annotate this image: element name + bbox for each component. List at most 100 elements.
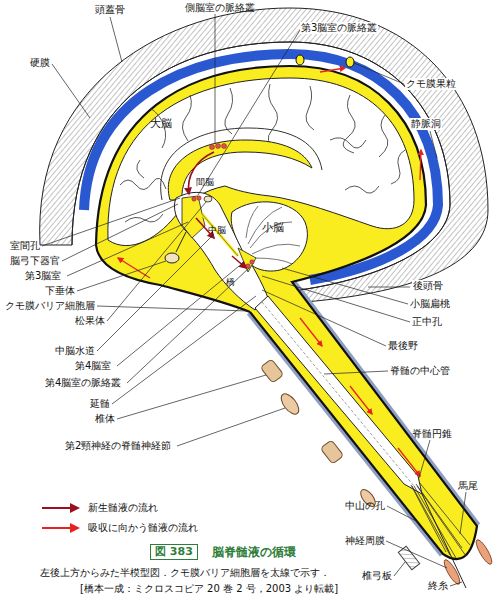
region-label: 小脳: [262, 222, 284, 234]
arachnoid-barrier: [96, 66, 477, 559]
legend-row: 吸収に向かう髄液の流れ: [40, 522, 198, 534]
part-label: 中脳水道: [55, 345, 95, 357]
figure-number: 図 383: [150, 544, 198, 560]
plexus-tuft: [216, 144, 221, 149]
legend-arrow: [40, 502, 82, 514]
part-label: 小脳扁桃: [410, 298, 450, 310]
lateral-ventricle: [168, 140, 312, 200]
region-label: 間脳: [196, 176, 214, 188]
sulcus: [120, 178, 166, 189]
gyri: [120, 84, 405, 222]
choroid-plexus: [192, 144, 254, 269]
flow-arrow: [300, 318, 322, 346]
vertebral-body: [320, 440, 343, 464]
part-label: 脳弓下器官: [10, 255, 60, 267]
legend-arrow-head: [70, 503, 80, 513]
plexus-tuft: [210, 145, 215, 150]
region-label: 橋: [226, 276, 235, 288]
part-label: 正中孔: [412, 316, 442, 328]
flow-arrow: [188, 152, 214, 194]
nerve-sheath: [474, 538, 495, 566]
part-label: 椎体: [95, 413, 115, 425]
plexus-tuft: [246, 264, 250, 268]
fourth-ventricle: [238, 248, 256, 272]
flow-arrow: [420, 150, 421, 180]
figure-caption: 左後上方からみた半模型図．クモ膜バリア細胞層を太線で示す．: [40, 566, 330, 579]
spinal-ganglion: [278, 391, 302, 417]
absorption-flow: [118, 68, 421, 476]
part-label: 室間孔: [10, 240, 40, 252]
nerve-root: [417, 486, 466, 556]
part-label: 第4脳室の脈絡叢: [45, 377, 121, 389]
part-label: クモ膜バリア細胞層: [5, 300, 95, 312]
part-label: 頭蓋骨: [95, 4, 125, 16]
part-label: 終糸: [428, 580, 448, 592]
plexus-tuft: [250, 260, 254, 264]
part-label: 延髄: [90, 398, 110, 410]
arachnoid-granulation: [346, 57, 354, 67]
vertebral-body: [260, 359, 283, 383]
folium: [255, 258, 292, 264]
figure-title: 脳脊髄液の循環: [212, 544, 296, 560]
cerebellum: [231, 202, 307, 271]
part-label: クモ膜果粒: [405, 78, 457, 90]
sulcus: [306, 86, 314, 130]
sulcus: [182, 95, 191, 141]
sulcus: [137, 160, 144, 178]
plexus-tuft: [222, 144, 227, 149]
part-label: 第3脳室: [25, 270, 61, 282]
venous-sinus: [84, 54, 438, 280]
part-label: 脊髄円錐: [412, 428, 452, 440]
part-label: 第3脳室の脈絡叢: [300, 22, 378, 34]
flow-arrow: [320, 68, 345, 72]
part-label: 馬尾: [458, 480, 478, 492]
sulcus: [391, 150, 405, 184]
folium: [252, 244, 300, 254]
legend-arrow: [40, 522, 82, 534]
leader-lines: [42, 14, 466, 586]
filum-terminale: [422, 494, 466, 588]
sulcus: [268, 84, 278, 148]
sulcus: [345, 186, 379, 193]
part-label: 下垂体: [45, 285, 75, 297]
part-label: 第4脳室: [75, 360, 111, 372]
legend-arrow-head: [70, 523, 80, 533]
sulcus: [343, 95, 355, 153]
part-label: 椎弓板: [362, 570, 392, 582]
central-canal: [262, 302, 414, 486]
cauda-equina: [411, 482, 470, 558]
legend-text: 吸収に向かう髄液の流れ: [88, 522, 198, 534]
nerve-root: [411, 485, 446, 552]
pituitary-stalk: [176, 232, 186, 252]
part-label: 後頭骨: [412, 280, 444, 292]
legend-row: 新生髄液の流れ: [40, 502, 158, 514]
sulcus: [379, 115, 388, 157]
subarachnoid-space: [96, 66, 477, 559]
spinal-cord: [255, 296, 422, 494]
cerebellar-folia: [246, 206, 300, 264]
legend-text: 新生髄液の流れ: [88, 502, 158, 514]
corpus-callosum: [161, 128, 322, 200]
sulcus: [225, 88, 233, 134]
source-citation: [橋本一成：ミクロスコピア 20 巻 2 号，2003 より転載]: [80, 583, 338, 595]
pituitary: [165, 253, 179, 263]
legend-arrow-shaft: [42, 507, 72, 509]
legend-arrow-shaft: [42, 527, 72, 529]
part-label: 中山の孔: [345, 500, 385, 512]
part-label: 松果体: [75, 315, 105, 327]
part-label: 最後野: [388, 340, 418, 352]
sulcus: [330, 138, 366, 148]
pineal-body: [204, 196, 212, 202]
flow-arrow: [350, 386, 372, 414]
plexus-tuft: [192, 197, 196, 201]
part-label: 脊髄の中心管: [390, 365, 450, 377]
arachnoid-granulation: [296, 55, 304, 65]
region-label: 中脳: [208, 224, 226, 236]
region-label: 大脳: [150, 118, 172, 130]
part-label: 側脳室の脈絡叢: [185, 2, 255, 14]
part-label: 第2頸神経の脊髄神経節: [65, 440, 171, 452]
part-label: 静脈洞: [410, 118, 442, 130]
flow-arrow: [398, 448, 420, 476]
plexus-tuft: [197, 196, 201, 200]
part-label: 神経周膜: [345, 535, 385, 547]
